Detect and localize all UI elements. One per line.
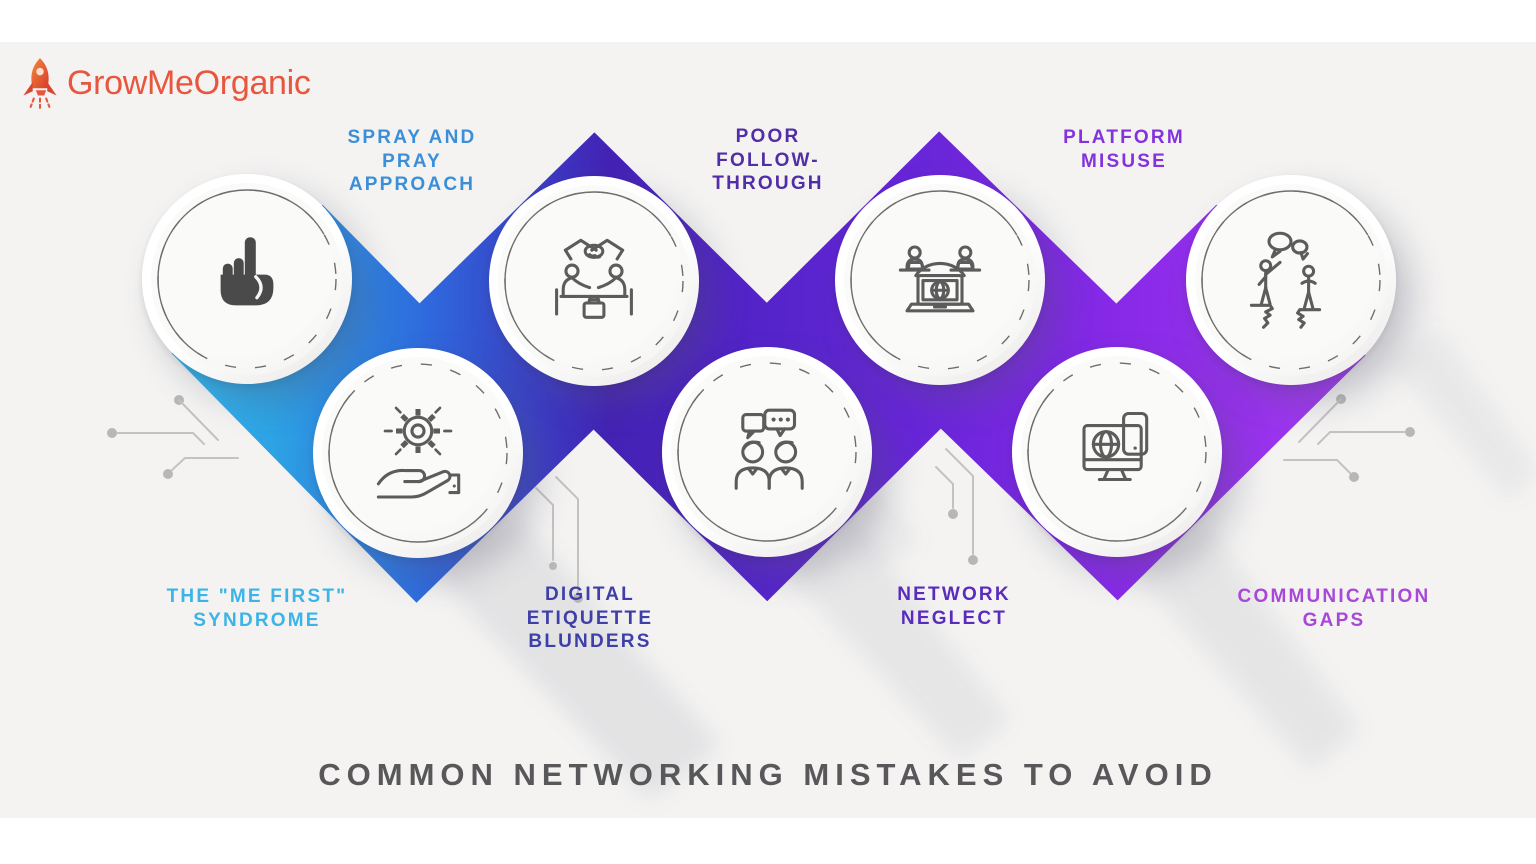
meeting-handshake-icon [555,238,633,319]
item-label-poor-follow-through: POOR FOLLOW- THROUGH [712,126,824,194]
item-label-network-neglect: NETWORK NEGLECT [897,584,1011,629]
step-circle-1 [142,174,352,384]
circle-face [1195,184,1387,376]
circuit-decoration-right [1283,394,1415,482]
item-label-platform-misuse: PLATFORM MISUSE [1063,127,1185,172]
laptop-network-icon [898,245,982,313]
item-label-spray-and-pray: SPRAY AND PRAY APPROACH [347,127,477,195]
conversation-bubbles-icon [734,408,804,490]
circle-ring [850,190,1030,370]
circuit-decoration-mid-right [935,448,978,565]
rocket-icon [23,58,57,110]
hand-presenting-gear-icon [376,406,461,499]
pointing-finger-icon [220,237,274,306]
item-label-digital-etiquette: DIGITAL ETIQUETTE BLUNDERS [526,584,654,652]
circle-ring [157,189,337,369]
circle-ring [328,363,508,543]
step-circle-7 [1186,175,1396,385]
circuit-decoration-left [107,395,239,479]
circle-ring [1027,362,1207,542]
circle-ring [677,362,857,542]
step-circle-4 [662,347,872,557]
circuit-decoration-mid-left [535,476,583,603]
step-circle-6 [1012,347,1222,557]
circle-ring [504,191,684,371]
step-circle-2 [313,348,523,558]
brand-name: GrowMeOrganic [67,63,311,102]
step-circle-3 [489,176,699,386]
item-label-communication-gaps: COMMUNICATION GAPS [1237,586,1431,631]
circle-face [671,356,863,548]
desktop-mobile-icon [1082,411,1149,482]
cliff-gap-icon [1249,231,1322,329]
brand-logo: GrowMeOrganic [18,56,311,110]
page-title: COMMON NETWORKING MISTAKES TO AVOID [318,757,1218,792]
item-label-me-first-syndrome: THE "ME FIRST" SYNDROME [166,586,348,631]
step-circle-5 [835,175,1045,385]
circle-ring [1201,190,1381,370]
circle-face [498,185,690,377]
